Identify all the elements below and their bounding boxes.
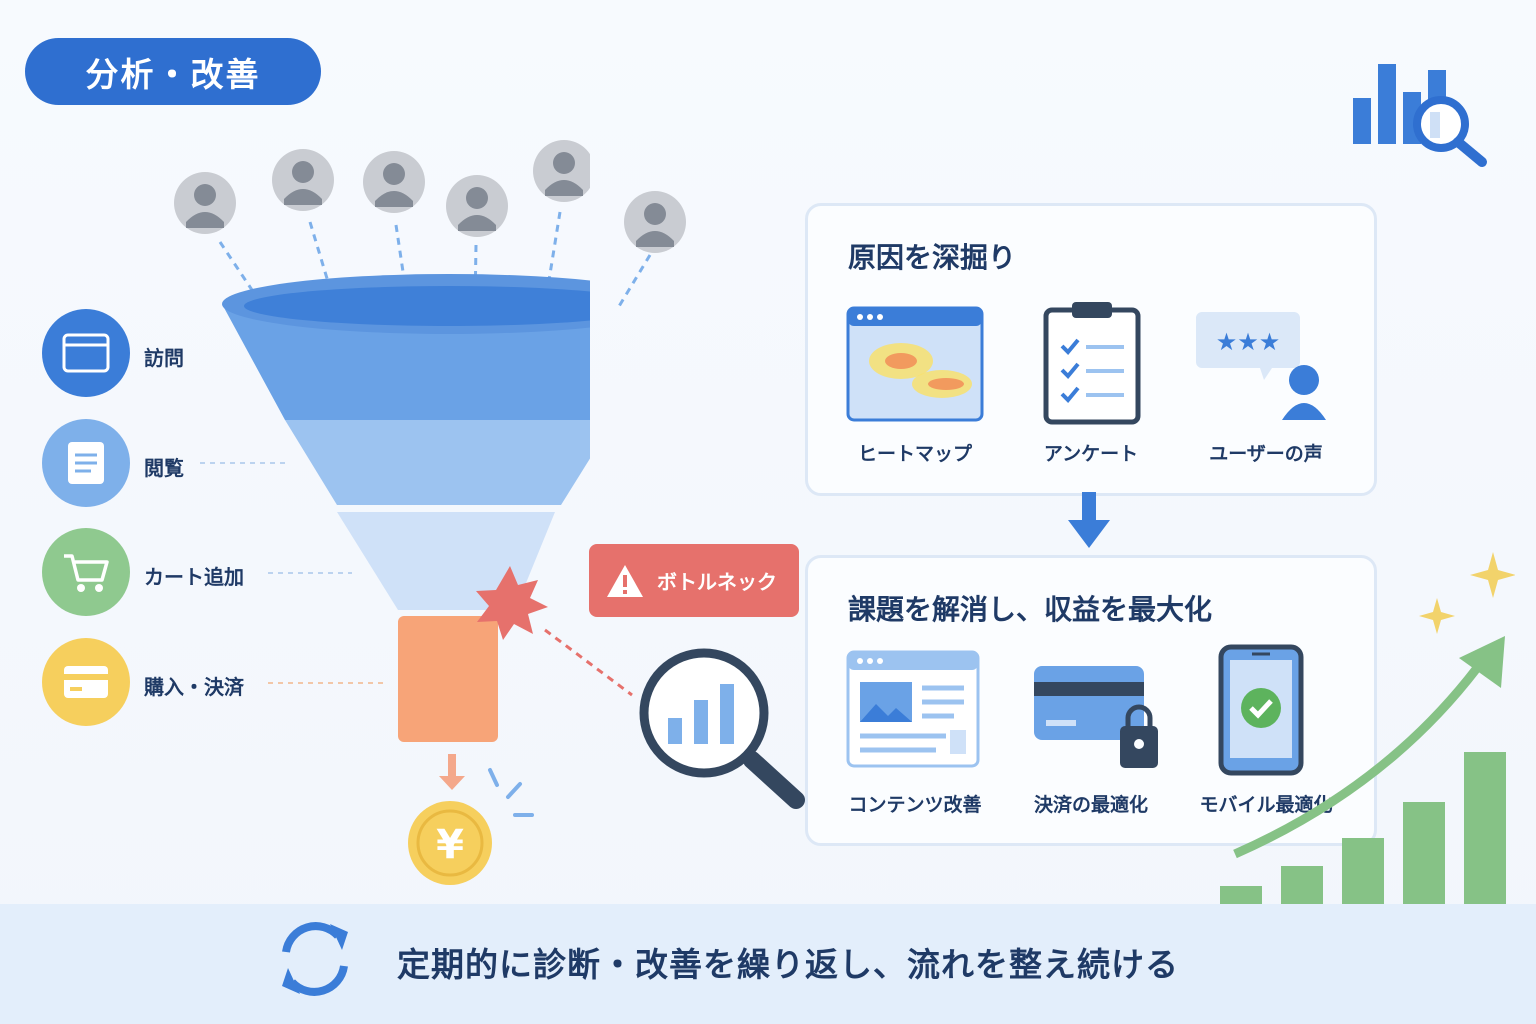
cause-analysis-panel: 原因を深掘り ヒートマップ アンケート ★★★ ユーザーの声: [805, 203, 1377, 496]
stage-label-cart: カート追加: [144, 565, 244, 589]
funnel-illustration: ¥: [174, 140, 590, 885]
clipboard-checklist-icon: [1043, 302, 1141, 425]
mobile-check-icon: [1218, 644, 1304, 776]
analytics-search-icon: [1353, 64, 1487, 167]
user-avatar-icon: [174, 172, 236, 234]
stage-label-visit: 訪問: [144, 346, 184, 370]
refresh-cycle-icon: [282, 922, 348, 996]
user-avatar-icon: [272, 149, 334, 211]
footer-bar: [0, 904, 1536, 1024]
stage-browse-icon: [42, 419, 130, 507]
bottleneck-label: ボトルネック: [657, 570, 777, 594]
secure-payment-icon: [1034, 666, 1158, 768]
sparkle-icon: [1470, 552, 1515, 598]
stage-cart-icon: [42, 528, 130, 616]
svg-text:★★★: ★★★: [1216, 328, 1281, 356]
sparkle-icon: [1419, 598, 1455, 634]
magnifier-chart-icon: [544, 628, 805, 809]
stage-payment-icon: [42, 638, 130, 726]
warning-icon: [607, 564, 643, 597]
stage-label-browse: 閲覧: [144, 456, 184, 480]
user-review-icon: ★★★: [1196, 312, 1326, 420]
user-avatar-icon: [363, 151, 425, 213]
tool-label-payment: 決済の最適化: [1033, 794, 1148, 816]
solution-panel: 課題を解消し、収益を最大化 コンテンツ改善 決済の最適化 モバイル最適化: [805, 555, 1377, 846]
bottleneck-badge: ボトルネック: [589, 544, 799, 617]
tool-label-mobile: モバイル最適化: [1199, 794, 1333, 816]
section-title-pill: 分析・改善: [25, 38, 321, 105]
visitor-avatars: [174, 140, 590, 237]
heatmap-icon: [846, 306, 984, 422]
flow-down-arrow-icon: [1068, 492, 1110, 548]
tool-label-survey: アンケート: [1043, 443, 1139, 465]
cause-panel-title: 原因を深掘り: [848, 241, 1017, 274]
stage-label-payment: 購入・決済: [144, 675, 244, 699]
growth-chart-icon: [1220, 552, 1515, 904]
yen-coin-icon: [408, 801, 492, 885]
svg-text:¥: ¥: [436, 822, 464, 868]
solution-panel-title: 課題を解消し、収益を最大化: [848, 593, 1213, 626]
user-avatar-icon: [446, 175, 508, 237]
entry-arrow: [616, 254, 652, 309]
tool-label-user-voice: ユーザーの声: [1209, 443, 1323, 465]
bottleneck-burst-icon: [476, 566, 548, 640]
stage-connectors: [200, 462, 384, 684]
content-page-icon: [846, 650, 980, 768]
stage-visit-icon: [42, 309, 130, 397]
user-avatar-icon: [624, 191, 686, 253]
user-avatar-icon: [533, 140, 590, 202]
tool-label-content: コンテンツ改善: [848, 794, 982, 816]
tool-label-heatmap: ヒートマップ: [857, 443, 972, 465]
footer-message: 定期的に診断・改善を繰り返し、流れを整え続ける: [397, 945, 1179, 984]
